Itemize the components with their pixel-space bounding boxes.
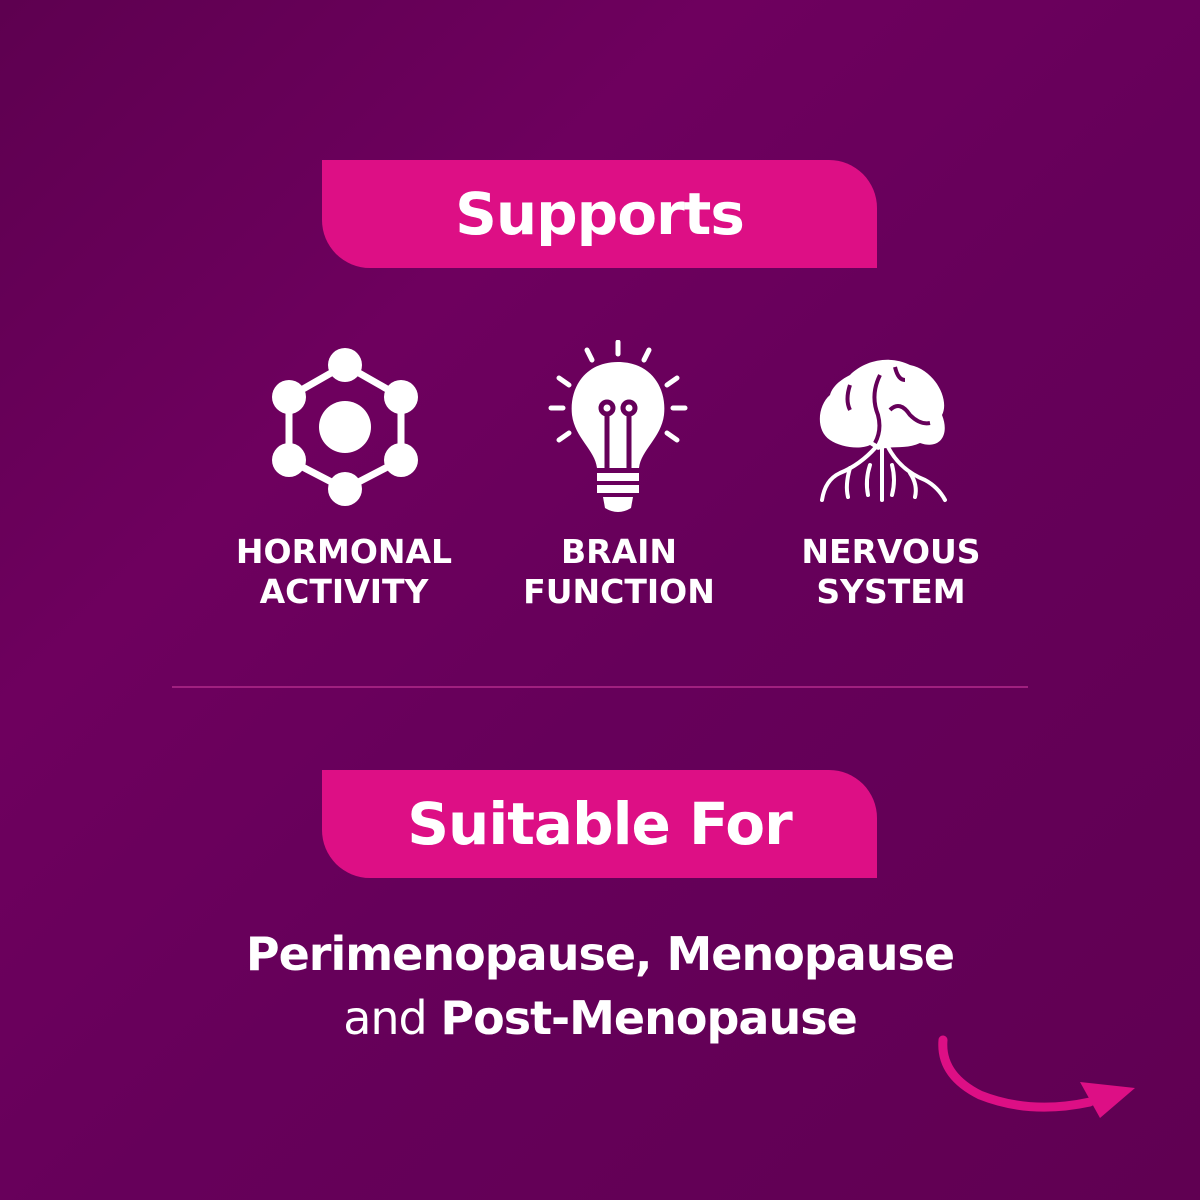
label-line: NERVOUS — [801, 532, 981, 571]
suitable-line2: Post-Menopause — [440, 991, 857, 1045]
supports-banner: Supports — [322, 160, 877, 268]
suitable-banner: Suitable For — [322, 770, 877, 878]
suitable-text: Perimenopause, Menopause and Post-Menopa… — [0, 922, 1200, 1050]
supports-title: Supports — [455, 180, 745, 248]
suitable-line1: Perimenopause, Menopause — [245, 927, 955, 981]
label-line: SYSTEM — [816, 572, 966, 611]
divider — [172, 686, 1028, 688]
brain-nerves-icon — [819, 359, 947, 502]
suitable-connector: and — [343, 991, 428, 1045]
label-line: BRAIN — [561, 532, 677, 571]
lightbulb-icon — [548, 340, 688, 512]
molecule-icon — [272, 348, 418, 506]
suitable-title: Suitable For — [407, 790, 792, 858]
label-line: ACTIVITY — [259, 572, 429, 611]
arrow-icon — [938, 1035, 1135, 1118]
label-line: FUNCTION — [523, 572, 715, 611]
label-line: HORMONAL — [235, 532, 453, 571]
